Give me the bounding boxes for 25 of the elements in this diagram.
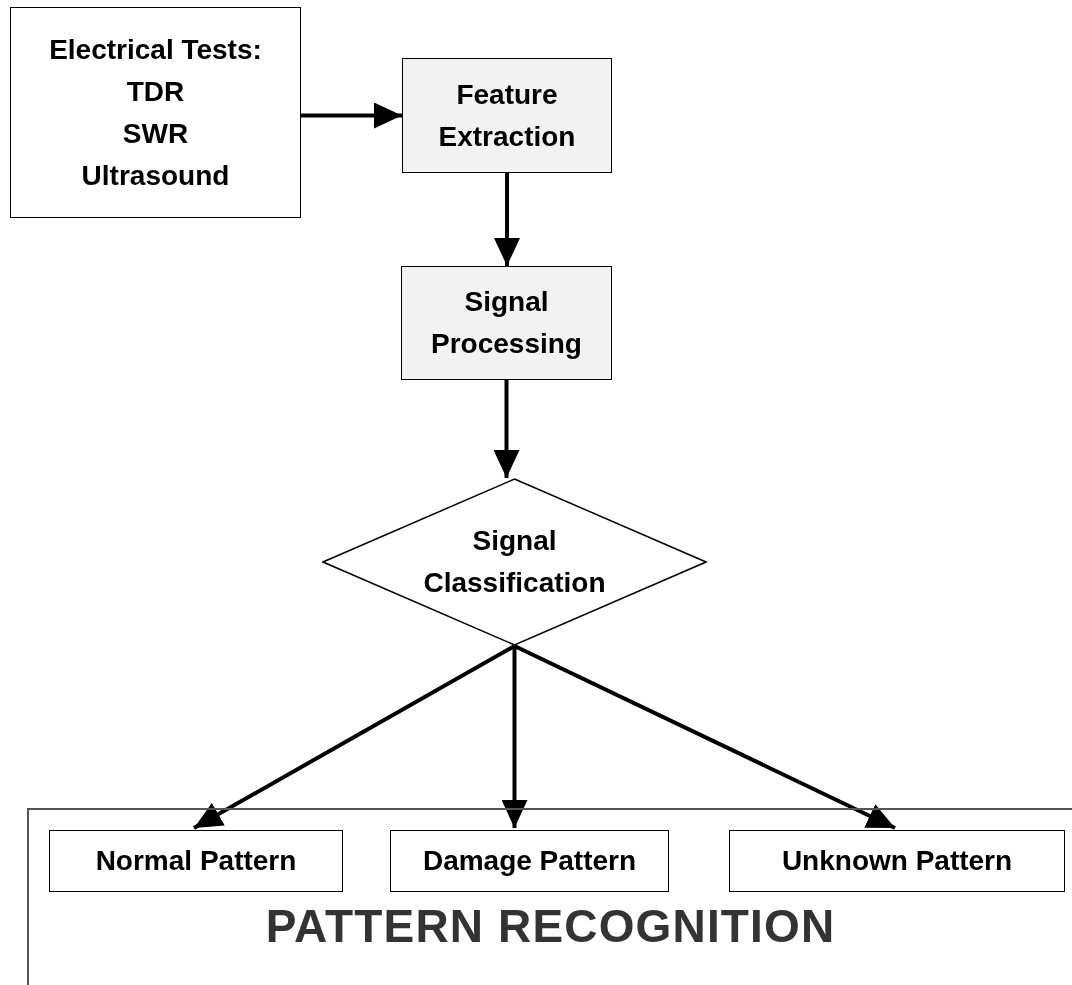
- node-label: Normal Pattern: [94, 844, 298, 878]
- node-label: SWR: [121, 116, 190, 151]
- node-label: Damage Pattern: [421, 844, 638, 878]
- arrow: [513, 644, 896, 830]
- arrow: [494, 173, 520, 266]
- band-title: PATTERN RECOGNITION: [264, 899, 837, 954]
- node-label: Feature Extraction: [437, 77, 577, 154]
- process-box: [402, 58, 612, 173]
- arrow: [193, 644, 516, 830]
- arrow: [501, 646, 528, 828]
- node-label: Signal Processing: [430, 285, 583, 361]
- arrow: [301, 102, 402, 129]
- node-label: TDR: [125, 74, 186, 109]
- process-box: [729, 830, 1065, 892]
- decision-diamond: [322, 478, 707, 646]
- node-label: Ultrasound: [80, 158, 231, 193]
- process-box: [49, 830, 343, 892]
- process-box: [390, 830, 669, 892]
- process-box: [401, 266, 612, 380]
- group-band: [27, 808, 1072, 985]
- node-label: Electrical Tests:: [48, 32, 263, 67]
- arrow: [493, 380, 520, 478]
- node-label: Unknown Pattern: [780, 844, 1014, 878]
- node-label: Signal Classification: [422, 524, 607, 600]
- process-box: [10, 7, 301, 218]
